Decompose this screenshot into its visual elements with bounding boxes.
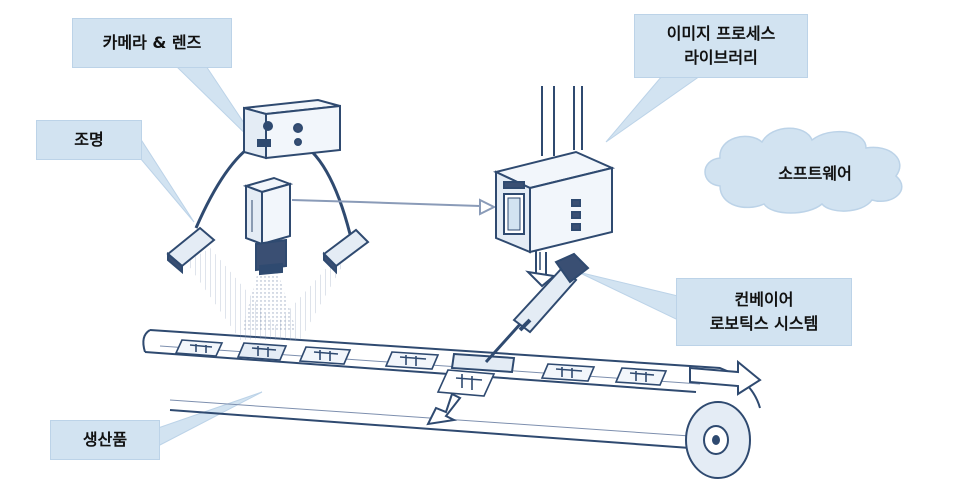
camera-lens-label: 카메라 & 렌즈: [72, 18, 232, 68]
robot-callout-pointer: [577, 271, 679, 321]
software-cloud: [704, 127, 903, 214]
lighting-callout-pointer: [139, 136, 195, 223]
conveyor-robotics-label: 컨베이어 로보틱스 시스템: [676, 278, 852, 346]
image-library-label-line1: 이미지 프로세스: [666, 24, 776, 43]
callout-pointers: [139, 65, 702, 447]
lighting-label: 조명: [36, 120, 142, 160]
image-processor-unit: [493, 86, 616, 288]
product-item: [236, 342, 288, 361]
camera-to-processor-arrow: [291, 198, 497, 216]
end-roller: [685, 401, 751, 479]
camera-body: [242, 176, 294, 276]
camera-lens-label-text: 카메라 & 렌즈: [102, 33, 202, 52]
camera-controller-box: [243, 98, 341, 160]
image-library-label-line2: 라이브러리: [684, 48, 758, 67]
product-item: [614, 367, 668, 386]
image-library-label: 이미지 프로세스 라이브러리: [634, 14, 808, 78]
conveyor-robotics-label-line1: 컨베이어: [734, 290, 794, 309]
lighting-label-text: 조명: [74, 130, 104, 149]
robotic-pusher-arm: [484, 252, 590, 364]
product-item: [384, 351, 440, 370]
product-label-text: 생산품: [82, 430, 128, 449]
pusher-paddle: [450, 352, 516, 374]
belt-direction-arrow: [689, 359, 762, 396]
product-label: 생산품: [50, 420, 160, 460]
software-label: 소프트웨어: [720, 150, 910, 194]
product-item-rejected: [436, 369, 496, 397]
conveyor-robotics-label-line2: 로보틱스 시스템: [709, 314, 819, 333]
products-on-belt: [174, 339, 668, 397]
product-item: [540, 363, 596, 382]
product-item: [298, 346, 352, 365]
product-item: [174, 339, 224, 357]
library-callout-pointer: [605, 75, 702, 143]
camera-view-cone: [242, 272, 296, 330]
software-label-text: 소프트웨어: [778, 164, 852, 183]
reject-arrow: [426, 392, 462, 426]
light-unit-right: [322, 228, 370, 275]
light-unit-left: [166, 226, 216, 275]
